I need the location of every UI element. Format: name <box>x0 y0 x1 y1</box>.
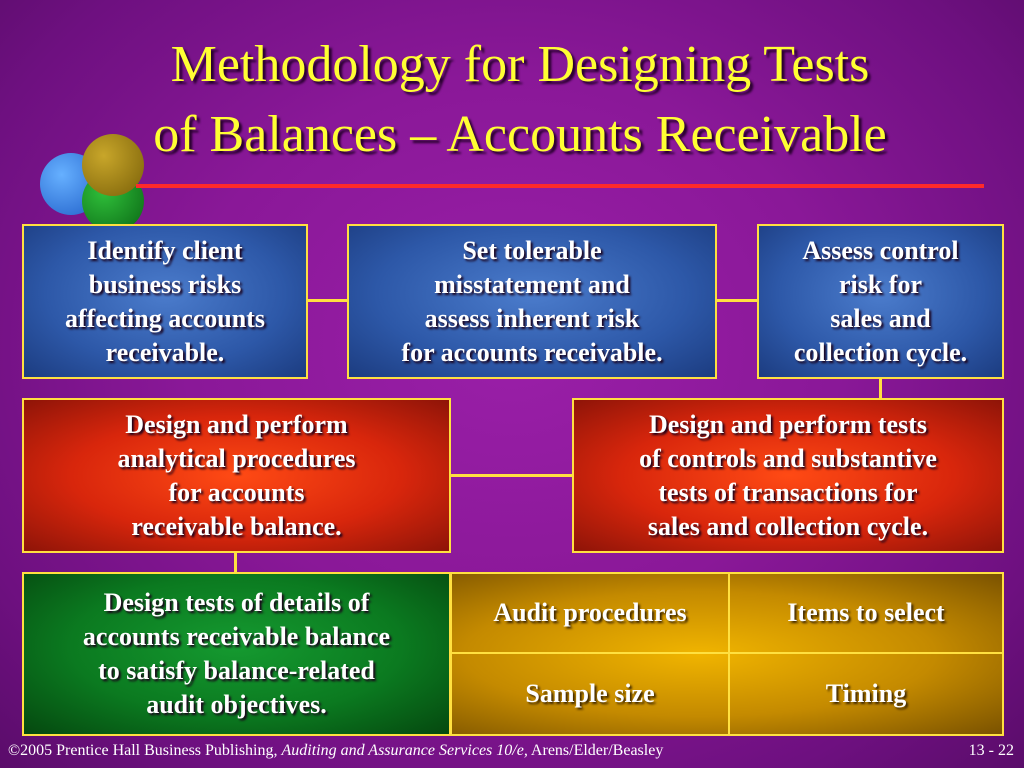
title-line-1: Methodology for Designing Tests <box>170 36 870 93</box>
tests-of-controls-box: Design and perform tests of controls and… <box>572 398 1004 553</box>
sample-size-cell: Sample size <box>525 679 655 708</box>
set-tolerable-misstatement-box: Set tolerable misstatement and assess in… <box>347 224 717 379</box>
footer-book-title: Auditing and Assurance Services 10/e, <box>281 742 528 759</box>
audit-procedures-cell: Audit procedures <box>452 574 728 654</box>
timing-cell: Timing <box>728 654 1002 734</box>
slide-footer: ©2005 Prentice Hall Business Publishing,… <box>8 742 1018 764</box>
connector-box3-box5 <box>879 378 882 400</box>
connector-box2-box3 <box>716 299 758 302</box>
connector-box4-box6 <box>234 551 237 574</box>
tests-of-details-box: Design tests of details of accounts rece… <box>22 572 451 736</box>
footer-authors: Arens/Elder/Beasley <box>527 742 664 759</box>
footer-copyright: ©2005 Prentice Hall Business Publishing, <box>8 742 282 759</box>
slide-number: 13 - 22 <box>968 742 1014 759</box>
connector-box5-box4 <box>450 474 574 477</box>
assess-control-risk-box: Assess control risk for sales and collec… <box>757 224 1004 379</box>
items-to-select-cell: Items to select <box>728 574 1002 654</box>
connector-box1-box2 <box>307 299 349 302</box>
decorative-gold-circle <box>82 134 144 196</box>
title-underline <box>136 184 984 188</box>
title-line-2: of Balances – Accounts Receivable <box>153 106 887 163</box>
footer-citation: ©2005 Prentice Hall Business Publishing,… <box>8 742 663 760</box>
identify-business-risks-box: Identify client business risks affecting… <box>22 224 308 379</box>
analytical-procedures-box: Design and perform analytical procedures… <box>22 398 451 553</box>
audit-decisions-table: Audit procedures Items to select Sample … <box>450 572 1004 736</box>
slide-title: Methodology for Designing Tests of Balan… <box>40 30 1000 170</box>
